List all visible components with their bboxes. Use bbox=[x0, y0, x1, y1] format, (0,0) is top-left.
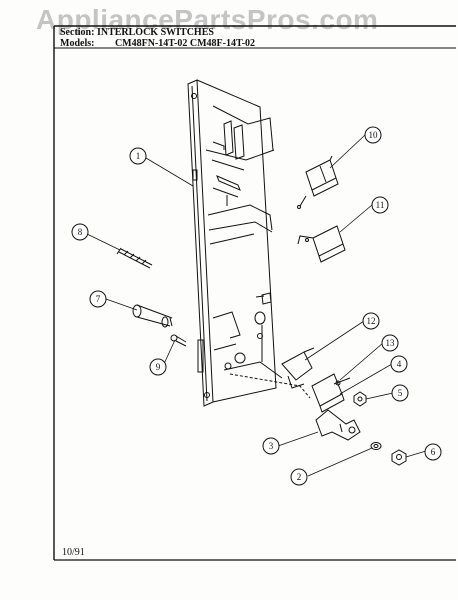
models-heading: Models: CM48FN-14T-02 CM48F-14T-02 bbox=[60, 38, 255, 49]
callout-12: 12 bbox=[362, 312, 380, 330]
callout-7-label: 7 bbox=[96, 294, 101, 304]
callout-12-label: 12 bbox=[367, 316, 376, 326]
section-value: INTERLOCK SWITCHES bbox=[96, 27, 214, 38]
watermark-text: AppliancePartsPros.com bbox=[36, 4, 379, 35]
bracket-assembly bbox=[187, 79, 311, 407]
callout-2-label: 2 bbox=[297, 472, 302, 482]
callout-3: 3 bbox=[262, 437, 280, 455]
callout-13: 13 bbox=[381, 334, 399, 352]
callout-1-label: 1 bbox=[136, 151, 141, 161]
callout-7: 7 bbox=[89, 290, 107, 308]
callout-4: 4 bbox=[390, 355, 408, 373]
switch-part-13 bbox=[311, 373, 351, 413]
pin-part-7 bbox=[132, 304, 173, 328]
models-value: CM48FN-14T-02 CM48F-14T-02 bbox=[114, 38, 256, 49]
callout-10-label: 10 bbox=[369, 130, 379, 140]
revision-date: 10/91 bbox=[62, 547, 85, 558]
callout-bubbles: 1 2 3 4 5 6 7 bbox=[71, 126, 442, 486]
switch-part-10 bbox=[297, 155, 339, 209]
callout-11-label: 11 bbox=[376, 200, 385, 210]
callout-9: 9 bbox=[149, 358, 167, 376]
callout-5-label: 5 bbox=[398, 388, 403, 398]
nut-part-6 bbox=[391, 449, 407, 466]
washer-part-2 bbox=[370, 442, 382, 450]
callout-13-label: 13 bbox=[386, 338, 396, 348]
callout-10: 10 bbox=[364, 126, 382, 144]
callout-4-label: 4 bbox=[397, 359, 402, 369]
switch-part-11 bbox=[297, 225, 346, 263]
leader-lines bbox=[86, 134, 427, 477]
lever-part-3 bbox=[315, 409, 361, 441]
callout-5: 5 bbox=[391, 384, 409, 402]
screw-part-8 bbox=[116, 247, 153, 269]
screw-part-9 bbox=[170, 334, 187, 347]
callout-6-label: 6 bbox=[431, 447, 436, 457]
callout-8-label: 8 bbox=[78, 227, 83, 237]
callout-11: 11 bbox=[371, 196, 389, 214]
models-label: Models: bbox=[60, 38, 95, 49]
callout-1: 1 bbox=[129, 147, 147, 165]
callout-8: 8 bbox=[71, 223, 89, 241]
page-frame bbox=[53, 25, 456, 561]
switch-part-12 bbox=[281, 347, 315, 389]
nut-part-5 bbox=[353, 391, 367, 407]
callout-3-label: 3 bbox=[269, 441, 274, 451]
section-label: Section: bbox=[60, 27, 95, 38]
callout-2: 2 bbox=[290, 468, 308, 486]
section-heading: Section: INTERLOCK SWITCHES bbox=[60, 27, 214, 38]
callout-6: 6 bbox=[424, 443, 442, 461]
callout-9-label: 9 bbox=[156, 362, 161, 372]
